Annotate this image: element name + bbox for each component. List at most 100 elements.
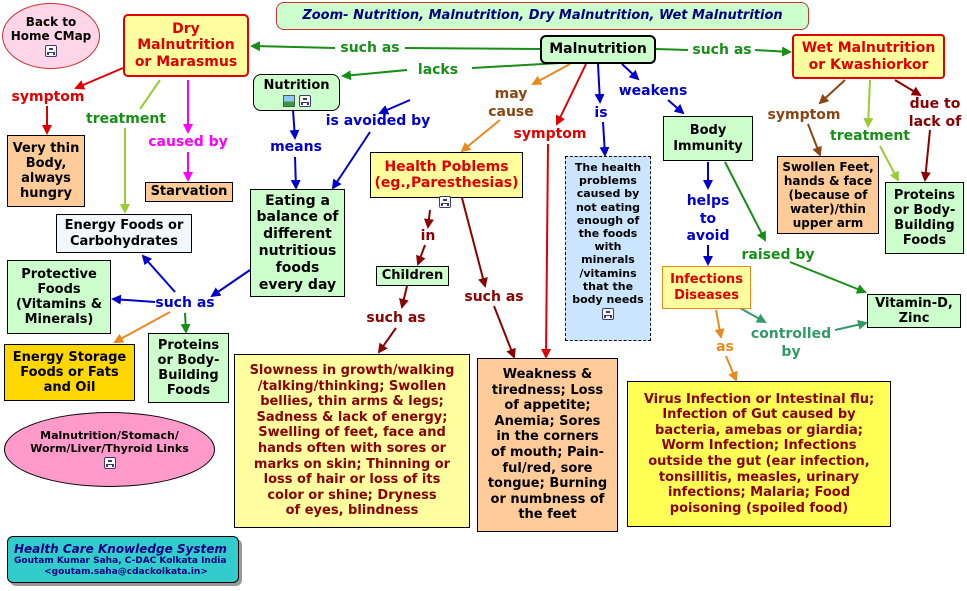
edge-is-to-desc xyxy=(599,121,610,157)
eating-balance-label: Eating a balance of different nutritious… xyxy=(256,192,339,293)
edge-lacks-to-nutrition xyxy=(341,69,408,81)
energy-storage-label: Energy Storage Foods or Fats and Oil xyxy=(12,349,127,396)
body-immunity-node: Body Immunity xyxy=(663,116,753,161)
page-title-text: Zoom- Nutrition, Malnutrition, Dry Malnu… xyxy=(302,8,783,24)
edge-immunity-to-raised-by xyxy=(724,161,766,242)
dry-malnutrition-label: Dry Malnutrition or Marasmus xyxy=(134,20,238,70)
footer-credit-box: Health Care Knowledge System Goutam Kuma… xyxy=(7,536,239,583)
edge-such-as-to-proteins-left xyxy=(180,312,191,334)
edge-malnutrition-to-may-cause xyxy=(531,63,571,85)
starvation-label: Starvation xyxy=(150,184,228,200)
proteins-right-node: Proteins or Body- Building Foods xyxy=(885,182,964,254)
footer-email: <goutam.saha@cdackolkata.in> xyxy=(44,566,208,577)
children-symptoms-label: Slowness in growth/walking /talking/thin… xyxy=(249,363,455,519)
edge-such-as-to-energy-foods xyxy=(141,254,176,293)
edge-malnutrition-to-such-as-right xyxy=(655,48,689,51)
label-symptom-right: symptom xyxy=(767,107,841,123)
label-weakens: weakens xyxy=(618,83,688,99)
very-thin-body-label: Very thin Body, always hungry xyxy=(12,140,80,202)
edge-such-as-to-dry xyxy=(250,41,336,52)
children-node: Children xyxy=(376,266,449,286)
label-symptom-left: symptom xyxy=(11,89,85,105)
label-is: is xyxy=(594,105,608,121)
edge-such-as-to-weakness xyxy=(493,305,516,359)
edge-in-to-children xyxy=(416,244,426,266)
edge-infections-to-as xyxy=(714,309,725,339)
back-to-home-label: Back to Home CMap xyxy=(10,14,92,43)
edge-symptom-to-swollen xyxy=(807,123,822,157)
label-is-avoided-by: is avoided by xyxy=(325,113,431,129)
edge-raised-by-to-vitamin xyxy=(789,261,867,294)
edge-means-to-eating xyxy=(290,156,301,190)
dry-malnutrition-node: Dry Malnutrition or Marasmus xyxy=(123,14,249,77)
label-raised-by: raised by xyxy=(741,247,815,263)
page-title: Zoom- Nutrition, Malnutrition, Dry Malnu… xyxy=(276,2,809,30)
edge-malnutrition-to-symptom xyxy=(555,63,587,126)
swollen-feet-label: Swollen Feet, hands & face (because of w… xyxy=(782,159,874,231)
infections-diseases-label: Infections Diseases xyxy=(670,272,743,303)
edge-symptom-to-weakness xyxy=(541,143,552,359)
edge-wet-to-due-to xyxy=(894,79,922,97)
label-in: in xyxy=(420,228,436,244)
edge-infections-to-controlled xyxy=(739,307,767,323)
weakness-symptoms-label: Weakness & tiredness; Loss of appetite; … xyxy=(487,367,608,523)
edge-such-as-to-energy-storage xyxy=(113,311,171,343)
edge-as-to-virus xyxy=(725,355,738,382)
malnutrition-links-node[interactable]: Malnutrition/Stomach/ Worm/Liver/Thyroid… xyxy=(4,412,215,487)
infections-diseases-node: Infections Diseases xyxy=(662,266,751,309)
protective-foods-node: Protective Foods (Vitamins & Minerals) xyxy=(7,260,111,334)
label-helps-to-avoid: helps to avoid xyxy=(686,193,730,244)
edge-such-as-to-slowness xyxy=(377,327,397,354)
back-to-home-cmap-node[interactable]: Back to Home CMap xyxy=(2,3,100,69)
wet-malnutrition-label: Wet Malnutrition or Kwashiorkor xyxy=(801,40,936,73)
cmap-link-icon[interactable] xyxy=(602,308,614,321)
edge-eating-to-such-as xyxy=(210,269,251,298)
energy-foods-node: Energy Foods or Carbohydrates xyxy=(56,214,192,253)
proteins-left-label: Proteins or Body- Building Foods xyxy=(157,337,220,399)
label-controlled-by: controlled by xyxy=(750,326,832,360)
label-lacks: lacks xyxy=(417,62,459,78)
children-symptoms-node: Slowness in growth/walking /talking/thin… xyxy=(234,354,470,528)
label-such-as-left: such as xyxy=(340,40,400,56)
health-description-node: The health problems caused by not eating… xyxy=(565,156,651,341)
swollen-feet-node: Swollen Feet, hands & face (because of w… xyxy=(777,156,879,234)
edge-malnutrition-to-such-as-left xyxy=(404,47,541,50)
energy-storage-node: Energy Storage Foods or Fats and Oil xyxy=(4,344,135,401)
cmap-link-icon[interactable] xyxy=(298,95,311,108)
label-may-cause: may cause xyxy=(488,86,534,120)
proteins-left-node: Proteins or Body- Building Foods xyxy=(148,333,229,403)
edge-wet-to-symptom xyxy=(818,79,846,105)
cmap-link-icon[interactable] xyxy=(45,45,57,58)
footer-author: Goutam Kumar Saha, C-DAC Kolkata India xyxy=(14,556,227,566)
infection-types-node: Virus Infection or Intestinal flu; Infec… xyxy=(627,381,891,527)
edge-health-to-in xyxy=(423,209,434,229)
cmap-link-icon[interactable] xyxy=(439,196,451,208)
label-treatment-right: treatment xyxy=(830,128,910,144)
label-means: means xyxy=(270,139,322,155)
wet-malnutrition-node: Wet Malnutrition or Kwashiorkor xyxy=(792,34,945,79)
edge-malnutrition-to-is-avoided-by xyxy=(378,99,411,115)
malnutrition-links-label: Malnutrition/Stomach/ Worm/Liver/Thyroid… xyxy=(30,428,189,455)
cmap-link-icon[interactable] xyxy=(103,457,116,470)
nutrition-node: Nutrition xyxy=(253,74,340,111)
edge-malnutrition-to-weakens xyxy=(621,63,640,81)
malnutrition-label: Malnutrition xyxy=(549,41,647,58)
very-thin-body-node: Very thin Body, always hungry xyxy=(7,135,85,207)
label-as: as xyxy=(716,339,734,355)
edge-treatment-to-proteins-right xyxy=(879,145,899,182)
label-such-as-right: such as xyxy=(692,42,752,58)
image-icon[interactable] xyxy=(282,95,295,108)
label-due-to-lack-of: due to lack of xyxy=(908,96,962,130)
edge-nutrition-to-means xyxy=(289,109,300,140)
edge-wet-to-treatment xyxy=(863,79,874,128)
label-such-as-children: such as xyxy=(366,310,426,326)
vitamin-d-zinc-label: Vitamin-D, Zinc xyxy=(875,295,953,326)
edge-such-as-to-wet xyxy=(754,46,792,57)
weakness-symptoms-node: Weakness & tiredness; Loss of appetite; … xyxy=(477,358,618,532)
edge-health-to-such-as xyxy=(461,197,488,288)
edge-is-avoided-by-to-eating xyxy=(331,131,371,190)
health-problems-label: Health Poblems (eg.,Paresthesias) xyxy=(374,158,519,191)
nutrition-label: Nutrition xyxy=(263,77,330,93)
edge-such-as-to-protective xyxy=(111,294,156,305)
